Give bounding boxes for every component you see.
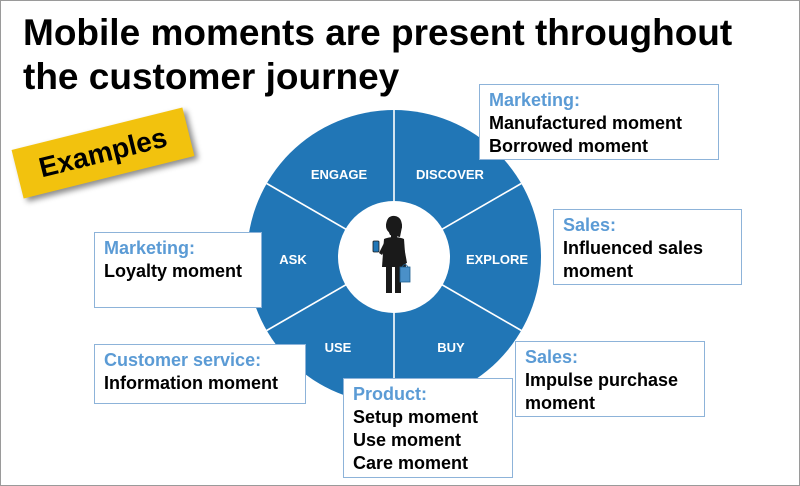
callout-heading: Customer service: <box>104 350 262 370</box>
callout-line: moment <box>525 393 596 413</box>
callout-heading: Marketing: <box>104 238 196 258</box>
segment-explore: EXPLORE <box>466 252 528 267</box>
callout-heading: Product: <box>353 384 427 404</box>
callout-product: Product: Setup moment Use moment Care mo… <box>343 378 513 478</box>
callout-heading: Sales: <box>525 347 579 367</box>
callout-line: Borrowed moment <box>489 136 649 156</box>
callout-line: moment <box>563 261 634 281</box>
callout-line: Use moment <box>353 430 462 450</box>
callout-line: Setup moment <box>353 407 479 427</box>
callout-line: Care moment <box>353 453 469 473</box>
callout-heading: Marketing: <box>489 90 581 110</box>
slide-title: Mobile moments are present throughout th… <box>23 11 732 99</box>
callout-line: Impulse purchase <box>525 370 679 390</box>
segment-engage: ENGAGE <box>311 167 368 182</box>
callout-line: Loyalty moment <box>104 261 243 281</box>
title-line-2: the customer journey <box>23 56 400 97</box>
segment-discover: DISCOVER <box>416 167 485 182</box>
callout-customer-service: Customer service: Information moment <box>94 344 306 404</box>
callout-line: Influenced sales <box>563 238 704 258</box>
segment-use: USE <box>325 340 352 355</box>
callout-line: Information moment <box>104 373 278 393</box>
person-with-phone-and-shopping-bag-icon <box>372 215 411 293</box>
segment-labels: ENGAGE DISCOVER EXPLORE BUY USE ASK <box>279 167 528 355</box>
callout-sales-influenced: Sales: Influenced sales moment <box>553 209 742 285</box>
callout-heading: Sales: <box>563 215 617 235</box>
callout-marketing-left: Marketing: Loyalty moment <box>94 232 262 308</box>
callout-marketing-top: Marketing: Manufactured moment Borrowed … <box>479 84 719 160</box>
segment-buy: BUY <box>437 340 465 355</box>
title-line-1: Mobile moments are present throughout <box>23 12 733 53</box>
segment-ask: ASK <box>279 252 307 267</box>
callout-sales-impulse: Sales: Impulse purchase moment <box>515 341 705 417</box>
callout-line: Manufactured moment <box>489 113 683 133</box>
